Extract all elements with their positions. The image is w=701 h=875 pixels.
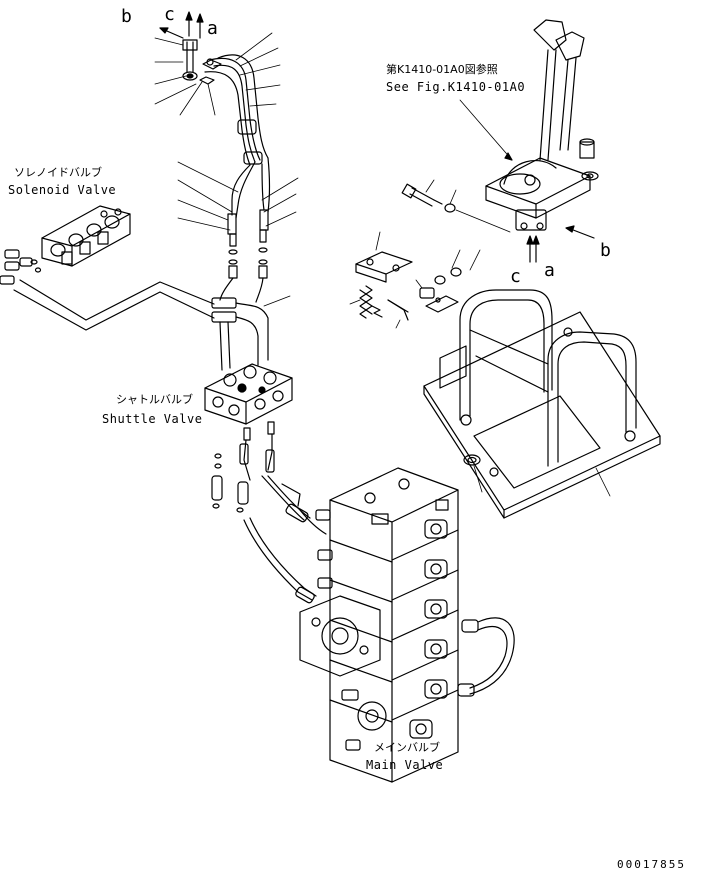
top-fitting-cluster	[182, 39, 222, 85]
control-lever-assembly	[485, 19, 599, 231]
shuttle-lower-hoses	[211, 421, 327, 604]
floor-plate-guard	[423, 289, 661, 519]
solenoid-valve-label-jp: ソレノイドバルブ	[14, 166, 102, 179]
pilot-hoses-upper	[204, 54, 271, 219]
main-valve-right-hose	[457, 617, 515, 697]
mid-fittings	[227, 209, 269, 279]
top-leader-lines	[154, 32, 281, 116]
lever-direction-arrows	[526, 225, 595, 263]
top-arrow-label-b: b	[121, 6, 132, 27]
top-arrow-label-a: a	[207, 18, 218, 39]
pilot-hoses-lower	[211, 277, 269, 371]
solenoid-valve-label-en: Solenoid Valve	[8, 183, 117, 197]
shuttle-valve	[204, 363, 293, 425]
figure-reference-en: See Fig.K1410-01A0	[386, 80, 526, 94]
main-valve	[299, 467, 459, 783]
top-direction-arrows	[159, 11, 204, 39]
figure-reference-jp: 第K1410-01A0図参照	[386, 63, 498, 76]
top-arrow-label-c: c	[164, 4, 175, 25]
lever-arrow-label-c: c	[510, 266, 521, 287]
solenoid-left-fittings	[0, 249, 42, 285]
mid-leader-lines	[177, 161, 299, 307]
lever-arrow-label-b: b	[600, 240, 611, 261]
solenoid-hose	[13, 279, 215, 331]
solenoid-valve	[41, 205, 131, 267]
lever-bolts	[401, 179, 511, 233]
catalog-number: 00017855	[617, 858, 686, 871]
lever-arrow-label-a: a	[544, 260, 555, 281]
shuttle-valve-label-jp: シャトルバルブ	[116, 393, 193, 406]
main-valve-label-jp: メインバルブ	[374, 741, 440, 754]
bracket-spring-group	[349, 231, 481, 329]
main-valve-label-en: Main Valve	[366, 758, 444, 772]
shuttle-valve-label-en: Shuttle Valve	[102, 412, 203, 426]
